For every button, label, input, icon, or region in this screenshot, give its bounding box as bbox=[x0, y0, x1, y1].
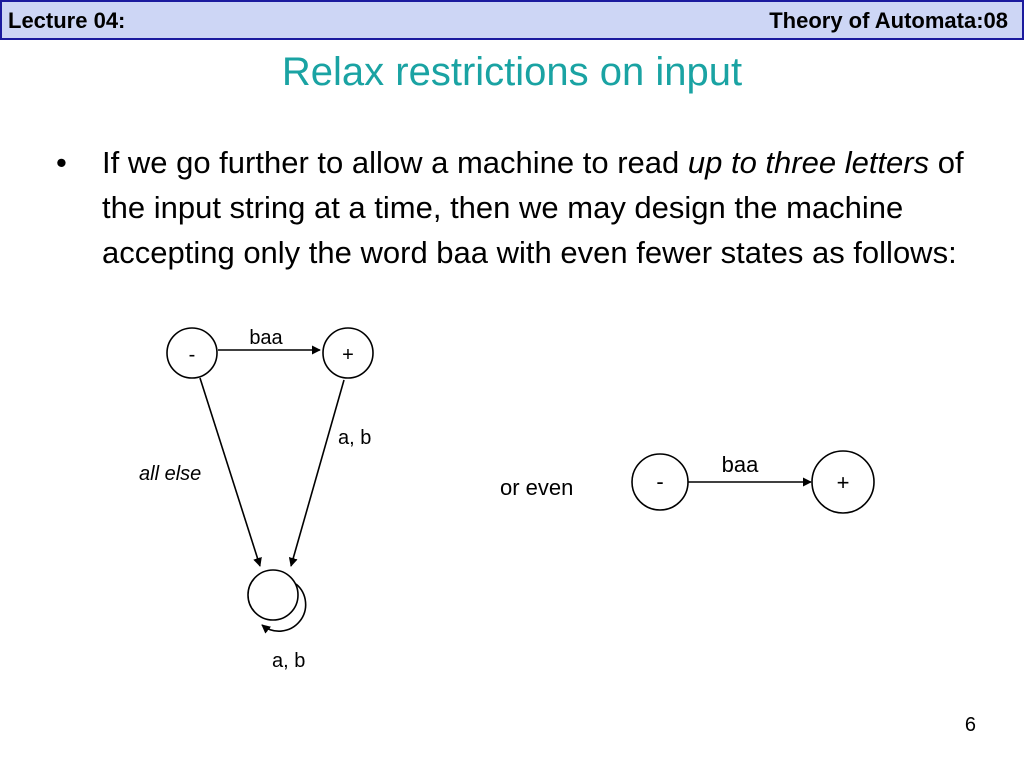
course-label: Theory of Automata:08 bbox=[769, 8, 1008, 33]
page-number: 6 bbox=[964, 714, 976, 736]
state2-final-label: + bbox=[837, 470, 850, 495]
bullet-text-before: If we go further to allow a machine to r… bbox=[102, 145, 688, 180]
bullet-text: If we go further to allow a machine to r… bbox=[102, 140, 976, 275]
slide-header: Lecture 04: Theory of Automata:08 bbox=[0, 0, 1024, 40]
edge-trap-loop bbox=[261, 583, 307, 634]
edge-final-trap bbox=[288, 379, 345, 567]
edge2-start-final-label: baa bbox=[722, 452, 759, 477]
edge-trap-loop-label: a, b bbox=[272, 650, 305, 672]
bullet-point: • If we go further to allow a machine to… bbox=[56, 140, 976, 275]
edge-start-trap-label: all else bbox=[139, 463, 201, 485]
state-trap bbox=[247, 569, 299, 621]
lecture-label: Lecture 04: bbox=[8, 8, 126, 33]
edge-start-trap bbox=[199, 377, 262, 567]
machine-two: - + baa bbox=[631, 450, 875, 514]
bullet-text-italic: up to three letters bbox=[687, 145, 930, 180]
bullet-text-after: of the input string at a time, then we m… bbox=[102, 145, 964, 270]
edge-start-final-label: baa bbox=[249, 327, 283, 349]
state-final-label: + bbox=[342, 344, 354, 366]
state-start bbox=[166, 327, 218, 379]
state-start-label: - bbox=[189, 344, 196, 366]
slide-title: Relax restrictions on input bbox=[281, 50, 743, 94]
edge-final-trap-label: a, b bbox=[338, 427, 371, 449]
state2-start-label: - bbox=[656, 469, 663, 494]
state-final bbox=[322, 327, 374, 379]
machine-one: - + baa a, b all else a, b bbox=[139, 327, 374, 672]
state2-final bbox=[811, 450, 875, 514]
bullet-marker: • bbox=[56, 145, 67, 180]
state2-start bbox=[631, 453, 689, 511]
connector-text: or even bbox=[500, 475, 573, 500]
